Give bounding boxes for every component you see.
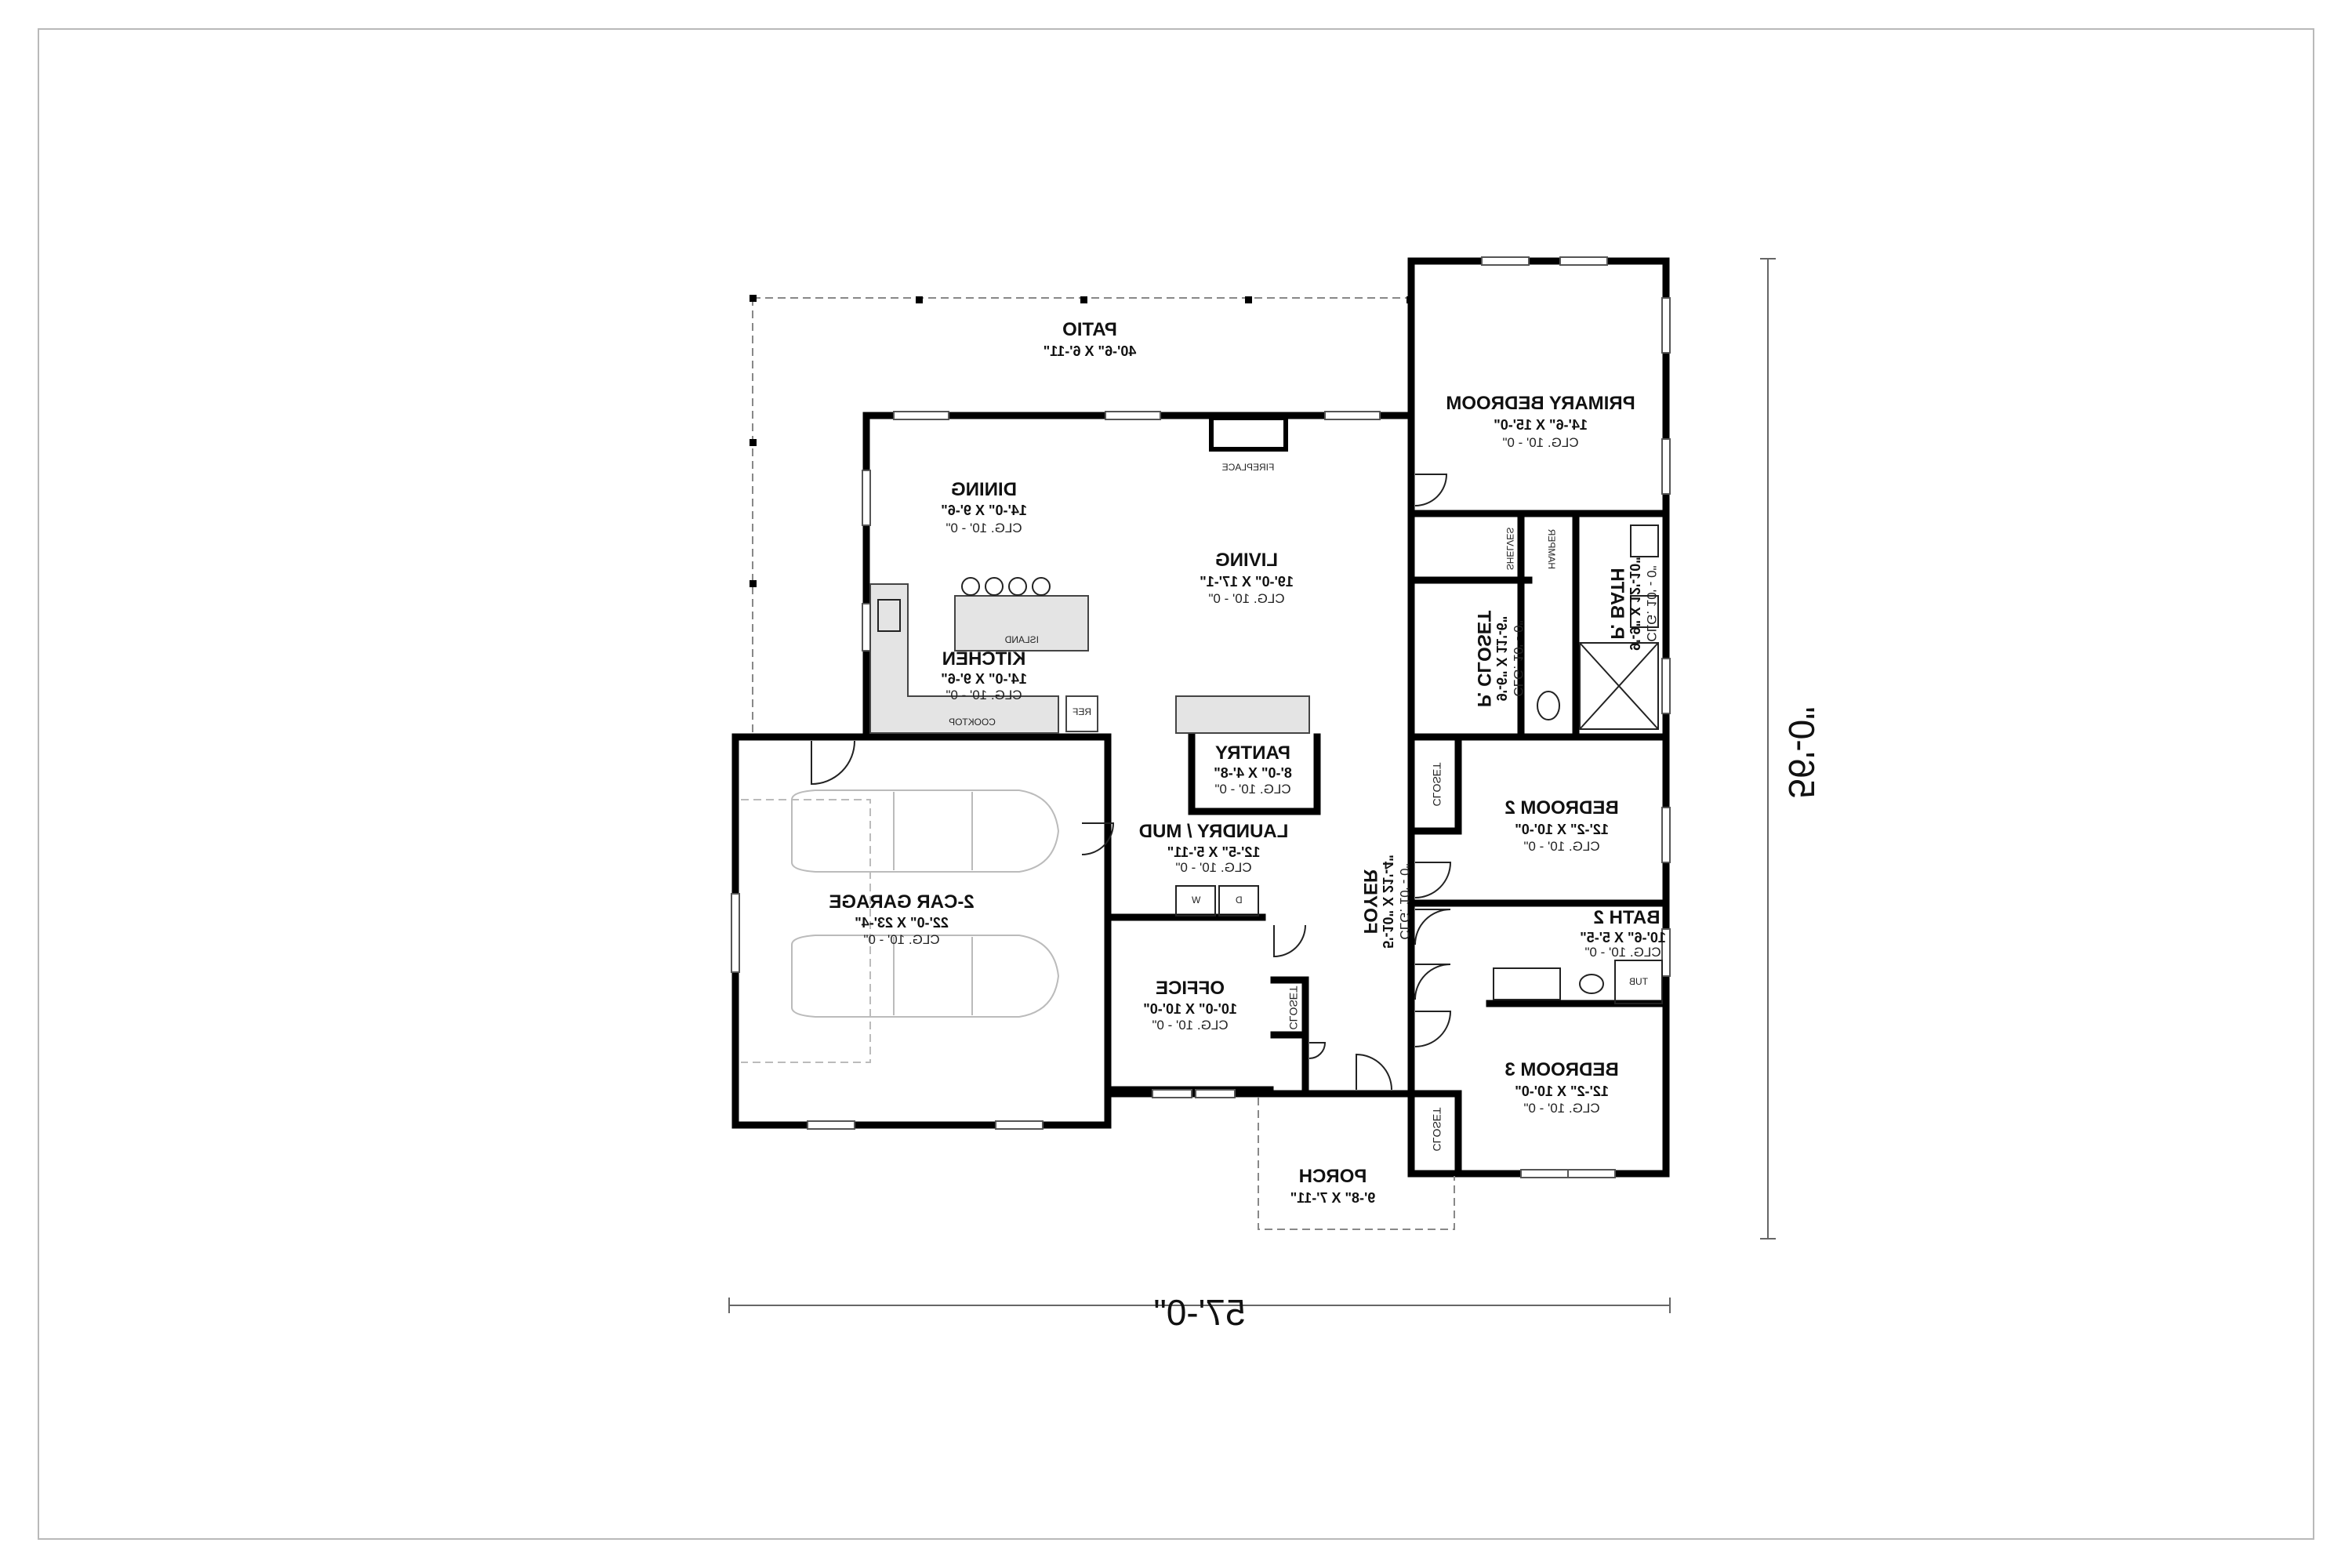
stool (1008, 577, 1027, 596)
bedroom-3-clg: CLG. 10' - 0" (1523, 1101, 1599, 1116)
kitchen-name: KITCHEN (942, 648, 1026, 670)
kitchen-dim: 14'-0" X 9'-6" (941, 671, 1027, 687)
stool (961, 577, 980, 596)
pantry-clg: CLG. 10' - 0" (1214, 782, 1290, 797)
primary-bath-clg: CLG. 10' - 0" (1644, 565, 1659, 641)
laundry-name: LAUNDRY / MUD (1139, 821, 1289, 842)
sink-icon (877, 599, 901, 632)
garage-cars (741, 789, 1060, 1063)
stool (985, 577, 1004, 596)
ref-label: REF (1073, 706, 1091, 717)
patio-outline (750, 295, 1414, 737)
island (954, 595, 1089, 652)
washer (1175, 885, 1216, 916)
living-clg: CLG. 10' - 0" (1208, 591, 1284, 606)
bedroom-2-closet-label: CLOSET (1431, 762, 1443, 806)
office-dim: 10'-0" X 10'-0" (1143, 1001, 1237, 1017)
dining-name: DINING (951, 479, 1017, 500)
dimension-depth (1760, 258, 1776, 1240)
bath-2-clg: CLG. 10' - 0" (1584, 945, 1661, 960)
drawing-border (38, 28, 2314, 1540)
sink-icon (1630, 524, 1659, 557)
primary-bedroom-name: PRIMARY BEDROOM (1446, 393, 1635, 414)
shelves-label: SHELVES (1504, 528, 1515, 570)
bedroom-2-name: BEDROOM 2 (1504, 797, 1618, 818)
dining-dim: 14'-0" X 9'-6" (941, 503, 1027, 518)
overall-depth-label: 56'-0" (1781, 706, 1822, 798)
dimension-width (728, 1298, 1671, 1313)
patio-name: PATIO (1062, 319, 1117, 340)
stool (1032, 577, 1051, 596)
primary-closet-name: P. CLOSET (1473, 610, 1494, 707)
garage-name: 2-CAR GARAGE (829, 891, 974, 913)
kitchen-counters (869, 577, 1310, 734)
doors (811, 474, 1452, 1091)
foyer-clg: CLG. 10' - 0" (1397, 863, 1412, 939)
cooktop-label: COOKTOP (949, 717, 996, 728)
overall-width-label: 57'-0" (1153, 1292, 1245, 1333)
primary-closet-dim: 9'-6" X 11'-6" (1494, 616, 1509, 702)
toilet-icon (1537, 691, 1560, 720)
office-closet-label: CLOSET (1287, 985, 1300, 1029)
tub (1614, 960, 1663, 1004)
living-counter (1175, 695, 1310, 734)
tub-label: TUB (1629, 976, 1648, 987)
bath-2-dim: 10'-6" X 5'-5" (1580, 930, 1666, 946)
garage-clg: CLG. 10' - 0" (863, 932, 939, 947)
refrigerator (1065, 695, 1098, 732)
office-name: OFFICE (1156, 978, 1225, 999)
washer-label: W (1191, 895, 1200, 906)
kitchen-clg: CLG. 10' - 0" (946, 688, 1022, 702)
foyer-name: FOYER (1359, 869, 1381, 935)
garage-dim: 22'-0" X 23'-4" (855, 915, 949, 931)
dryer-label: D (1236, 895, 1243, 906)
bath-fixtures (1175, 524, 1663, 1004)
toilet-icon (1579, 974, 1604, 994)
laundry-clg: CLG. 10' - 0" (1175, 860, 1251, 875)
bedroom-3-name: BEDROOM 3 (1504, 1059, 1618, 1080)
living-name: LIVING (1215, 550, 1278, 571)
living-dim: 19'-0" X 17'-1" (1200, 574, 1294, 590)
primary-bath-dim: 9'-9" X 12'-10" (1627, 557, 1642, 651)
hamper-label: HAMPER (1546, 528, 1557, 569)
primary-closet-clg: CLG. 10' - 0" (1511, 620, 1526, 696)
fireplace-label: FIREPLACE (1222, 462, 1275, 473)
bedroom-2-dim: 12'-2" X 10'-0" (1515, 822, 1609, 837)
primary-bath-name: P. BATH (1606, 568, 1628, 639)
laundry-dim: 12'-5" X 5'-11" (1167, 844, 1261, 860)
windows (731, 256, 1671, 1178)
dining-clg: CLG. 10' - 0" (946, 521, 1022, 535)
foyer-dim: 5'-10" X 21'-4" (1380, 855, 1396, 949)
bedroom-3-closet-label: CLOSET (1431, 1107, 1443, 1151)
shower (1579, 642, 1659, 730)
porch-dim: 9'-8" X 7'-11" (1290, 1190, 1376, 1206)
room-labels: PATIO 40'-6" X 6'-11" PRIMARY BEDROOM 14… (829, 319, 1822, 1333)
primary-bedroom-dim: 14'-6" X 15'-0" (1494, 417, 1588, 433)
island-label: ISLAND (1004, 634, 1039, 645)
primary-bedroom-clg: CLG. 10' - 0" (1502, 435, 1578, 450)
bath-2-name: BATH 2 (1594, 907, 1661, 928)
dryer (1218, 885, 1259, 916)
bedroom-2-clg: CLG. 10' - 0" (1523, 839, 1599, 854)
pantry-dim: 8'-0" X 4'-8" (1214, 765, 1292, 781)
patio-dim: 40'-6" X 6'-11" (1044, 343, 1137, 359)
porch-name: PORCH (1299, 1166, 1367, 1187)
sink-icon (1630, 595, 1659, 628)
office-clg: CLG. 10' - 0" (1152, 1018, 1228, 1033)
vanity (1493, 967, 1561, 1000)
bedroom-3-dim: 12'-2" X 10'-0" (1515, 1083, 1609, 1099)
pantry-name: PANTRY (1215, 742, 1290, 764)
